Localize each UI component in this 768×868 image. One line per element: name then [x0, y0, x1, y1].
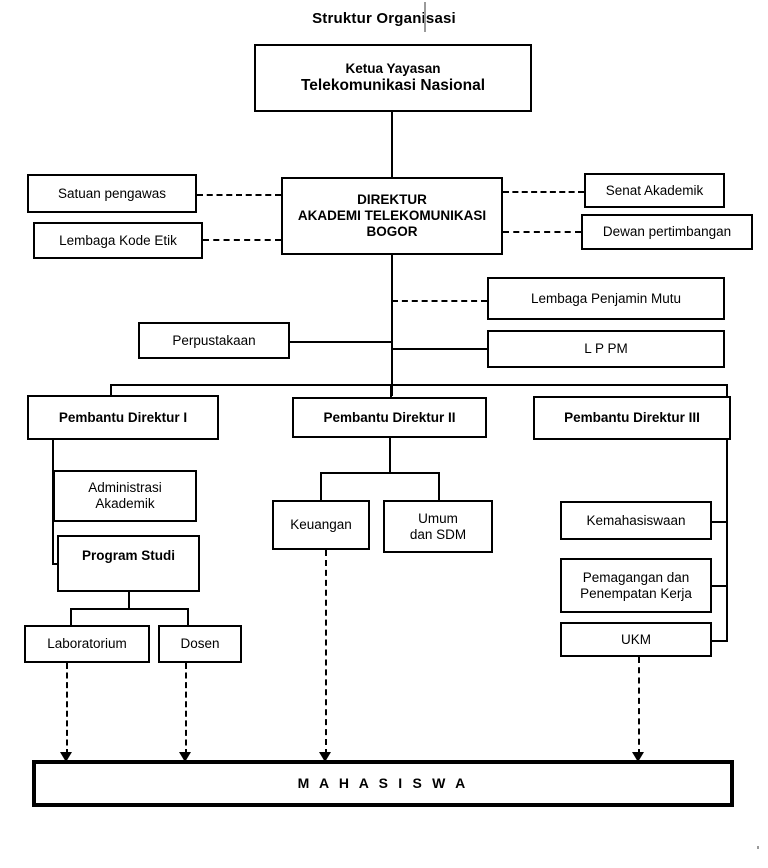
node-lembaga-kode-etik-label: Lembaga Kode Etik: [59, 232, 177, 248]
node-dewan-pertimbangan-label: Dewan pertimbangan: [602, 224, 732, 240]
node-program-studi-label: Program Studi: [81, 548, 175, 563]
dashed-link-lembaga-penjamin-mutu: [392, 300, 487, 302]
connector-bus-to-keuangan: [320, 472, 322, 501]
node-ketua-yayasan-line1: Ketua Yayasan: [345, 60, 441, 76]
node-kemahasiswaan-label: Kemahasiswaan: [586, 512, 686, 528]
node-ketua-yayasan[interactable]: Ketua Yayasan Telekomunikasi Nasional: [254, 44, 532, 112]
connector-perpustakaan-spine: [290, 341, 392, 343]
connector-pd2-bus: [320, 472, 439, 474]
node-dosen[interactable]: Dosen: [158, 625, 242, 663]
connector-bus-to-pd3: [726, 384, 728, 396]
connector-bus-to-pd1: [110, 384, 112, 396]
node-program-studi[interactable]: Program Studi: [57, 535, 200, 592]
node-pembantu-direktur-1[interactable]: Pembantu Direktur I: [27, 395, 219, 440]
node-direktur-line1: DIREKTUR: [357, 192, 427, 208]
node-umum-dan-sdm-line1: Umum: [418, 510, 458, 526]
node-lembaga-penjamin-mutu[interactable]: Lembaga Penjamin Mutu: [487, 277, 725, 320]
node-direktur[interactable]: DIREKTUR AKADEMI TELEKOMUNIKASI BOGOR: [281, 177, 503, 255]
connector-program-studi-bus: [70, 608, 188, 610]
node-pembantu-direktur-3[interactable]: Pembantu Direktur III: [533, 396, 731, 440]
page-title: Struktur Organisasi: [312, 10, 456, 27]
node-pembantu-direktur-1-label: Pembantu Direktur I: [58, 409, 188, 425]
connector-direktur-spine: [391, 255, 393, 396]
node-pembantu-direktur-2-label: Pembantu Direktur II: [323, 409, 456, 425]
connector-pd3-to-pemagangan: [710, 585, 728, 587]
arrow-laboratorium-mahasiswa: [60, 752, 72, 762]
node-satuan-pengawas[interactable]: Satuan pengawas: [27, 174, 197, 213]
node-senat-akademik-label: Senat Akademik: [605, 182, 704, 198]
node-administrasi-akademik-line1: Administrasi: [88, 480, 162, 496]
connector-pd2-stem: [389, 438, 391, 473]
dashed-link-satuan-pengawas: [197, 194, 281, 196]
scan-artifact-line: [424, 2, 426, 32]
connector-yayasan-direktur: [391, 112, 393, 177]
node-ketua-yayasan-line2: Telekomunikasi Nasional: [300, 76, 486, 94]
connector-pd3-to-ukm: [710, 640, 728, 642]
node-pemagangan-line1: Pemagangan dan: [582, 569, 690, 585]
node-satuan-pengawas-label: Satuan pengawas: [57, 185, 167, 201]
arrow-keuangan-mahasiswa: [319, 752, 331, 762]
dashed-flow-keuangan-mahasiswa: [325, 550, 327, 755]
node-kemahasiswaan[interactable]: Kemahasiswaan: [560, 501, 712, 540]
connector-bus-to-umum-sdm: [438, 472, 440, 501]
node-direktur-line2: AKADEMI TELEKOMUNIKASI: [297, 208, 487, 224]
node-direktur-line3: BOGOR: [366, 223, 418, 239]
node-senat-akademik[interactable]: Senat Akademik: [584, 173, 725, 208]
connector-bus-to-dosen: [187, 608, 189, 625]
connector-program-studi-stem: [128, 592, 130, 609]
node-lppm-label: L P PM: [584, 341, 628, 357]
arrow-ukm-mahasiswa: [632, 752, 644, 762]
node-dewan-pertimbangan[interactable]: Dewan pertimbangan: [581, 214, 753, 250]
node-ukm[interactable]: UKM: [560, 622, 712, 657]
dashed-flow-ukm-mahasiswa: [638, 657, 640, 755]
node-laboratorium-label: Laboratorium: [47, 636, 127, 652]
node-pembantu-direktur-3-label: Pembantu Direktur III: [564, 410, 700, 426]
node-pembantu-direktur-2[interactable]: Pembantu Direktur II: [292, 397, 487, 438]
node-umum-dan-sdm-line2: dan SDM: [409, 526, 467, 542]
node-laboratorium[interactable]: Laboratorium: [24, 625, 150, 663]
connector-bus-to-laboratorium: [70, 608, 72, 625]
node-mahasiswa-label: M A H A S I S W A: [297, 775, 469, 792]
node-lembaga-penjamin-mutu-label: Lembaga Penjamin Mutu: [530, 290, 682, 306]
dashed-flow-dosen-mahasiswa: [185, 663, 187, 755]
node-dosen-label: Dosen: [180, 636, 220, 652]
dashed-flow-laboratorium-mahasiswa: [66, 663, 68, 755]
dashed-link-senat-akademik: [503, 191, 584, 193]
connector-bus-to-pd2: [390, 384, 392, 397]
node-lembaga-kode-etik[interactable]: Lembaga Kode Etik: [33, 222, 203, 259]
node-administrasi-akademik[interactable]: Administrasi Akademik: [53, 470, 197, 522]
node-keuangan-label: Keuangan: [290, 517, 352, 533]
node-keuangan[interactable]: Keuangan: [272, 500, 370, 550]
node-ukm-label: UKM: [621, 631, 651, 647]
scan-artifact-dot: [757, 846, 759, 849]
node-pemagangan-penempatan-kerja[interactable]: Pemagangan dan Penempatan Kerja: [560, 558, 712, 613]
node-umum-dan-sdm[interactable]: Umum dan SDM: [383, 500, 493, 553]
connector-pd3-stem: [726, 440, 728, 641]
connector-pd3-to-kemahasiswaan: [710, 521, 728, 523]
node-perpustakaan[interactable]: Perpustakaan: [138, 322, 290, 359]
dashed-link-dewan-pertimbangan: [503, 231, 581, 233]
arrow-dosen-mahasiswa: [179, 752, 191, 762]
node-mahasiswa[interactable]: M A H A S I S W A: [32, 760, 734, 807]
node-pemagangan-line2: Penempatan Kerja: [580, 585, 692, 601]
node-perpustakaan-label: Perpustakaan: [172, 332, 256, 348]
node-administrasi-akademik-line2: Akademik: [95, 496, 155, 511]
connector-spine-lppm: [392, 348, 487, 350]
node-lppm[interactable]: L P PM: [487, 330, 725, 368]
connector-pembantu-bus: [110, 384, 728, 386]
dashed-link-lembaga-kode-etik: [203, 239, 281, 241]
